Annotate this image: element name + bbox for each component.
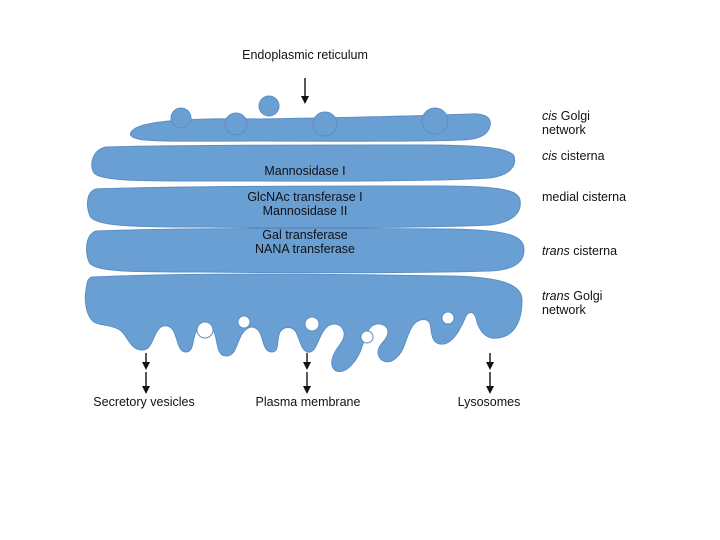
trans-enzyme-label-2: NANA transferase: [255, 242, 355, 256]
label-trans-golgi-network-line2: network: [542, 303, 587, 317]
label-cis-golgi-network-line1: cis Golgi: [542, 109, 590, 123]
label-trans-golgi-network-line1: trans Golgi: [542, 289, 602, 303]
destination-secretory-vesicles: Secretory vesicles: [93, 395, 194, 409]
cis-golgi-network-shape: [129, 107, 491, 142]
label-trans-cisterna: trans cisterna: [542, 244, 617, 258]
label-cis-golgi-network-line2: network: [542, 123, 587, 137]
trans-cisterna-shape: [86, 227, 525, 274]
cis-cisterna-shape: [91, 144, 516, 182]
label-cis-cisterna: cis cisterna: [542, 149, 605, 163]
er-vesicle: [258, 95, 280, 117]
medial-enzyme-label-1: GlcNAc transferase I: [247, 190, 362, 204]
destination-plasma-membrane: Plasma membrane: [256, 395, 361, 409]
destination-arrows: [142, 353, 494, 394]
er-label: Endoplasmic reticulum: [242, 48, 368, 62]
destination-lysosomes: Lysosomes: [458, 395, 521, 409]
medial-enzyme-label-2: Mannosidase II: [263, 204, 348, 218]
medial-cisterna-shape: [87, 185, 521, 229]
label-medial-cisterna: medial cisterna: [542, 190, 626, 204]
trans-enzyme-label-1: Gal transferase: [262, 228, 348, 242]
cis-enzyme-label: Mannosidase I: [264, 164, 345, 178]
trans-golgi-network-shape: [84, 273, 523, 372]
